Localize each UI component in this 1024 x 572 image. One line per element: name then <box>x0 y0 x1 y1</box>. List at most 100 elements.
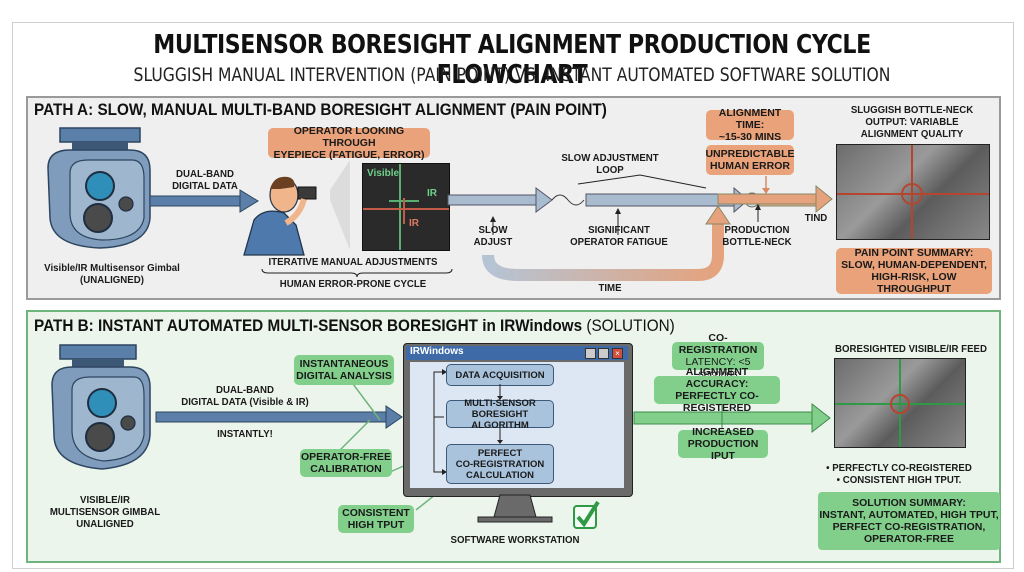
slow-adjust-label: SLOW ADJUST <box>470 224 516 248</box>
production-line1: INCREASED <box>692 426 754 438</box>
pain-point-summary: PAIN POINT SUMMARY:SLOW, HUMAN-DEPENDENT… <box>836 247 992 295</box>
output-a-line2: OUTPUT: VARIABLE <box>865 116 959 128</box>
step2-line2: BORESIGHT ALGORITHM <box>471 408 529 431</box>
analysis-line2: DIGITAL ANALYSIS <box>296 370 392 382</box>
gimbal-b-line2: MULTISENSOR GIMBAL <box>49 506 161 518</box>
slow-adjust-line1: SLOW <box>478 224 508 236</box>
window-title: IRWindows <box>410 346 464 357</box>
feed-bullets: • PERFECTLY CO-REGISTERED • CONSISTENT H… <box>821 462 977 486</box>
solution-output-arrow <box>633 402 831 434</box>
gimbal-b-line3: UNALIGNED <box>76 518 134 530</box>
eyepiece-visible-label: Visible <box>367 168 400 179</box>
alignment-time-badge: ALIGNMENT TIME:~15-30 MINS <box>706 107 794 143</box>
bottleneck-line1: PRODUCTION <box>724 224 790 236</box>
pain-summary-line1: PAIN POINT SUMMARY: <box>854 247 974 259</box>
data-b-line2: DIGITAL DATA (Visible & IR) <box>181 396 309 408</box>
irwindows-title-bar: IRWindows × <box>406 346 628 360</box>
step-arrows <box>497 384 503 444</box>
pain-summary-line3: HIGH-RISK, LOW THROUGHPUT <box>871 271 957 295</box>
gimbal-icon-a <box>47 127 151 249</box>
eyepiece-view: Visible IR IR <box>362 163 450 251</box>
solution-summary: SOLUTION SUMMARY:INSTANT, AUTOMATED, HIG… <box>818 492 1000 550</box>
operator-icon <box>243 176 317 256</box>
cycle-label: HUMAN ERROR-PRONE CYCLE <box>279 278 427 290</box>
loop-label-line1: SLOW ADJUSTMENT <box>561 152 659 164</box>
production-line2: PRODUCTION IPUT <box>687 438 759 462</box>
fatigue-line2: OPERATOR FATIGUE <box>570 236 668 248</box>
eyepiece-ir-label-red: IR <box>409 218 419 229</box>
instantly-label: INSTANTLY! <box>217 428 273 440</box>
step3-line2: CO-REGISTRATION <box>455 458 545 470</box>
accuracy-line2: PERFECTLY CO-REGISTERED <box>675 390 759 414</box>
output-a-label: SLUGGISH BOTTLE-NECK OUTPUT: VARIABLE AL… <box>838 104 985 140</box>
loop-label: SLOW ADJUSTMENT LOOP <box>550 152 670 176</box>
minimize-button[interactable] <box>585 348 596 359</box>
solution-summary-line1: SOLUTION SUMMARY: <box>852 497 966 509</box>
ir-crosshair-horizontal <box>363 208 449 210</box>
checkmark-icon <box>573 500 600 529</box>
pain-summary-line2: SLOW, HUMAN-DEPENDENT, <box>841 259 987 271</box>
slow-adjust-line2: ADJUST <box>473 236 513 248</box>
visible-crosshair-vertical <box>399 164 401 250</box>
bottleneck-arrow <box>717 176 833 222</box>
ir-crosshair-vertical <box>403 198 405 224</box>
page-subtitle: SLUGGISH MANUAL INTERVENTION (PAIN POINT… <box>133 64 891 86</box>
path-b-title-bold: PATH B: INSTANT AUTOMATED MULTI-SENSOR B… <box>34 316 583 335</box>
boresighted-feed <box>834 358 966 448</box>
step3-line1: PERFECT <box>477 447 523 459</box>
gimbal-b-line1: VISIBLE/IR <box>80 494 130 506</box>
workstation-label: SOFTWARE WORKSTATION <box>450 534 580 546</box>
tind-label: TIND <box>804 212 828 224</box>
calibration-line2: CALIBRATION <box>310 463 382 475</box>
output-a-line3: ALIGNMENT QUALITY <box>860 128 964 140</box>
path-b-title-normal: (SOLUTION) <box>582 316 675 335</box>
data-arrow-b-label: DUAL-BAND DIGITAL DATA (Visible & IR) <box>176 384 314 408</box>
bullet-1: • PERFECTLY CO-REGISTERED <box>826 462 972 474</box>
fatigue-line1: SIGNIFICANT <box>588 224 650 236</box>
target-reticle-aligned <box>890 394 910 414</box>
data-arrow-a <box>149 189 259 213</box>
iterative-label: ITERATIVE MANUAL ADJUSTMENTS <box>268 256 438 268</box>
monitor-stand <box>477 494 553 523</box>
maximize-button[interactable] <box>598 348 609 359</box>
target-reticle <box>901 183 923 205</box>
human-error-line2: HUMAN ERROR <box>710 160 790 172</box>
tput-line2: HIGH TPUT <box>347 519 405 531</box>
operator-callout-line2: EYEPIECE (FATIGUE, ERROR) <box>273 149 425 161</box>
loop-label-line2: LOOP <box>596 164 624 176</box>
accuracy-badge: ALIGNMENT ACCURACY:PERFECTLY CO-REGISTER… <box>654 366 780 414</box>
gimbal-icon-b <box>51 344 151 470</box>
latency-line1: CO-REGISTRATION <box>678 332 758 356</box>
time-label: TIME <box>598 282 622 294</box>
bottleneck-line2: BOTTLE-NECK <box>722 236 792 248</box>
gimbal-b-label: VISIBLE/IR MULTISENSOR GIMBAL UNALIGNED <box>45 494 165 530</box>
data-label-line2: DIGITAL DATA <box>172 180 238 192</box>
solution-summary-line4: OPERATOR-FREE <box>863 533 955 545</box>
data-arrow-a-label: DUAL-BAND DIGITAL DATA <box>164 168 247 192</box>
process-feedback-lines <box>433 369 447 475</box>
close-button[interactable]: × <box>612 348 623 359</box>
bottleneck-label: PRODUCTION BOTTLE-NECK <box>716 224 799 248</box>
path-a-title: PATH A: SLOW, MANUAL MULTI-BAND BORESIGH… <box>34 100 607 119</box>
eyepiece-ir-label-green: IR <box>427 188 437 199</box>
data-arrow-b <box>155 405 403 429</box>
gimbal-a-label-line1: Visible/IR Multisensor Gimbal <box>44 262 180 274</box>
unaligned-output-feed <box>836 144 990 240</box>
page-title: MULTISENSOR BORESIGHT ALIGNMENT PRODUCTI… <box>153 30 871 90</box>
analysis-line1: INSTANTANEOUS <box>299 358 389 370</box>
calibration-line1: OPERATOR-FREE <box>300 451 392 463</box>
operator-callout-line1: OPERATOR LOOKING THROUGH <box>293 125 405 149</box>
iterative-brace <box>261 268 453 278</box>
human-error-line1: UNPREDICTABLE <box>705 148 795 160</box>
feed-label: BORESIGHTED VISIBLE/IR FEED <box>835 343 987 355</box>
step3-line3: CALCULATION <box>466 469 534 481</box>
bullet-2: • CONSISTENT HIGH TPUT. <box>836 474 962 486</box>
tput-line1: CONSISTENT <box>342 507 410 519</box>
